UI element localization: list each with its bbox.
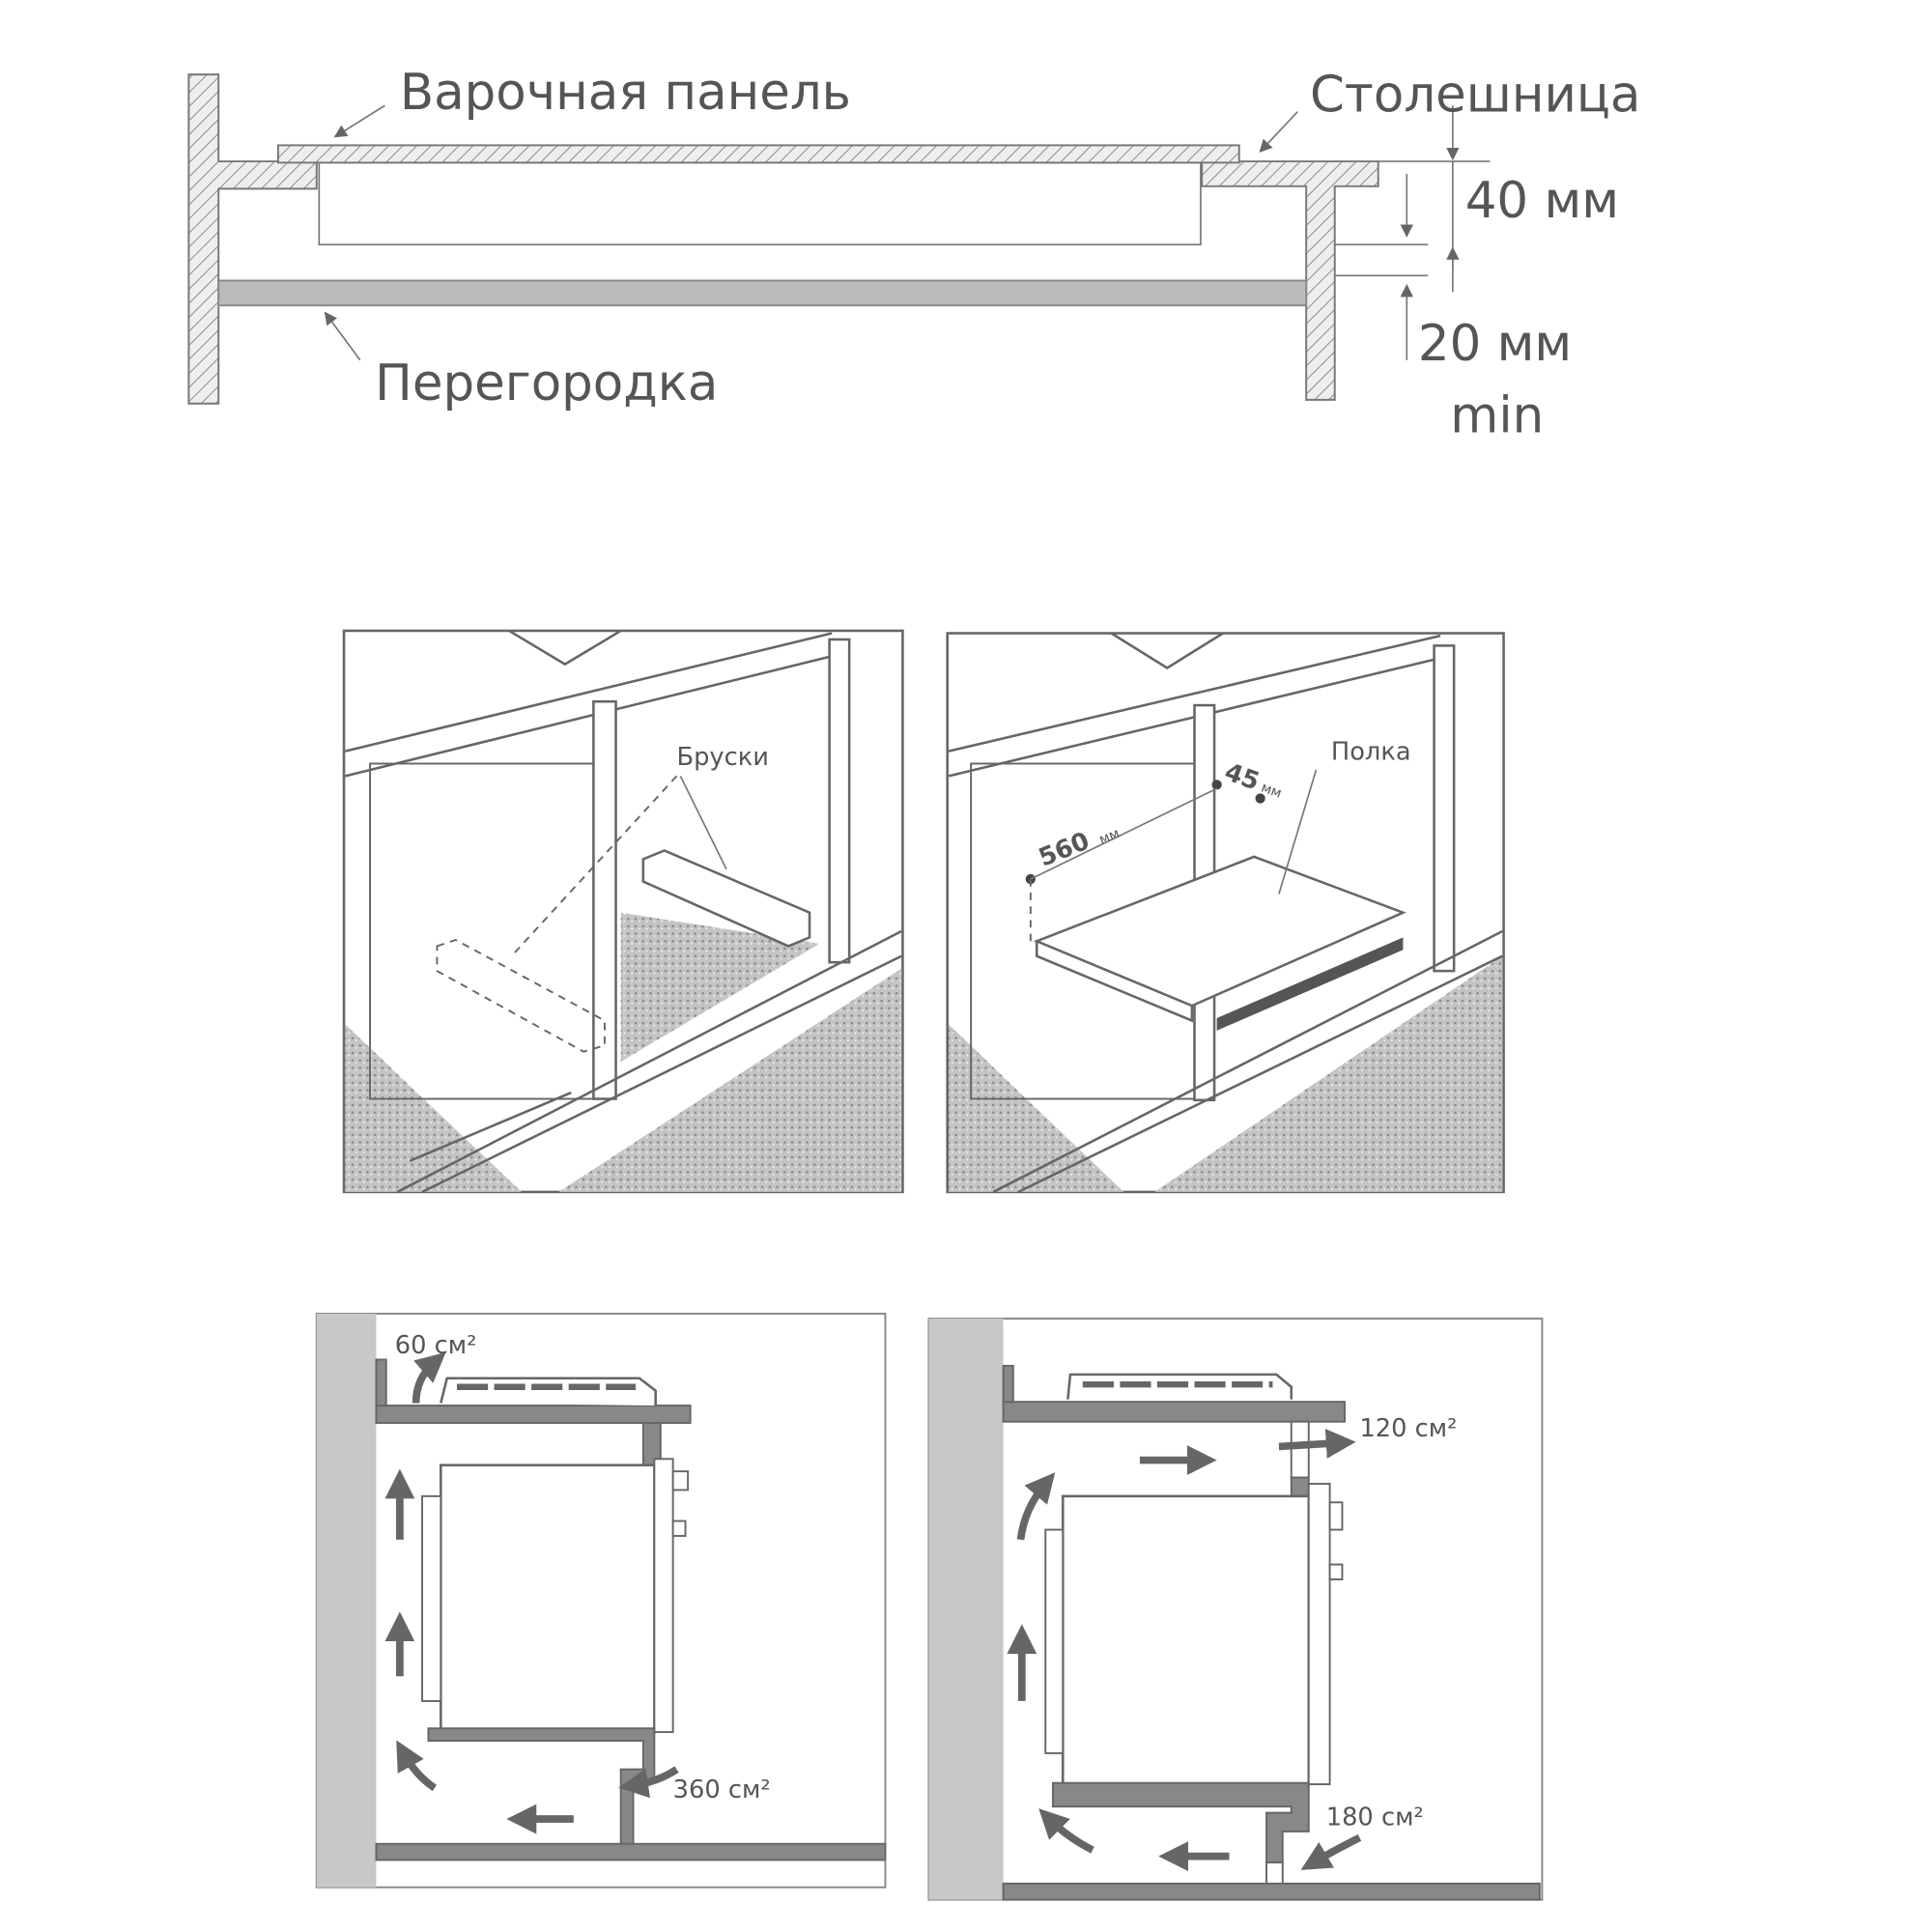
right-cabinet-wall	[1201, 160, 1379, 401]
countertop	[1002, 1401, 1346, 1423]
ventilation-diagram-right: 120 см² 180 см²	[927, 1318, 1544, 1901]
bar-solid	[641, 849, 811, 948]
bottom-vent-area-label: 360 см²	[673, 1776, 771, 1804]
wall	[316, 1313, 377, 1888]
countertop-pointer	[1259, 111, 1298, 154]
oven	[1061, 1494, 1311, 1786]
wall	[928, 1319, 1004, 1900]
bar-dashed	[436, 938, 606, 1053]
top-vent-area-label: 120 см²	[1359, 1414, 1457, 1443]
oven	[440, 1463, 656, 1734]
shelf-depth-unit: мм	[1259, 780, 1283, 801]
hob-label: Варочная панель	[400, 64, 851, 122]
bars-installation-panel: Бруски	[342, 629, 904, 1194]
shelf-installation-panel: 560 мм 45 мм Полка	[946, 632, 1505, 1194]
partition-label: Перегородка	[375, 355, 718, 412]
gap-bottom-label: 20 мм	[1418, 315, 1572, 373]
gap-bottom-min-label: min	[1450, 386, 1544, 444]
hob-panel	[276, 144, 1240, 164]
countertop-label: Столешница	[1310, 67, 1640, 125]
hob-body	[318, 161, 1202, 246]
shelf	[1033, 855, 1406, 1008]
hob-cross-section: Варочная панель Столешница Перегородка 4…	[187, 64, 1640, 444]
partition-board	[217, 279, 1308, 307]
hob-pointer	[333, 104, 385, 138]
left-cabinet-wall	[187, 73, 318, 405]
top-vent-area-label: 60 см²	[395, 1331, 477, 1360]
ventilation-diagram-left: 60 см² 360 см²	[315, 1312, 887, 1889]
bottom-vent-area-label: 180 см²	[1326, 1803, 1424, 1832]
bars-label: Бруски	[677, 743, 769, 772]
gap-top-label: 40 мм	[1465, 172, 1619, 230]
shelf-width-unit: мм	[1097, 826, 1122, 848]
countertop	[375, 1405, 692, 1424]
partition-pointer	[324, 311, 361, 361]
shelf-label: Полка	[1331, 738, 1411, 767]
